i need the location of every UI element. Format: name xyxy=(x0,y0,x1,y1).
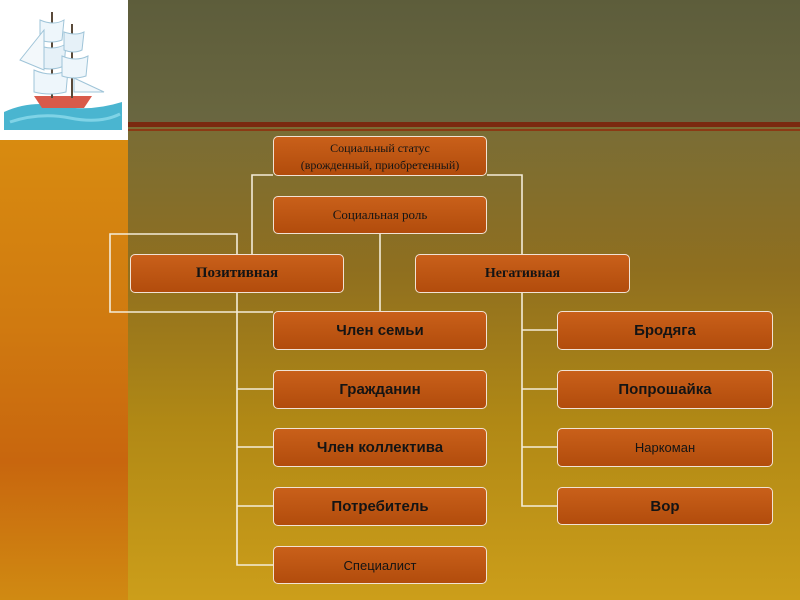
header-divider xyxy=(128,122,800,127)
node-negative: Негативная xyxy=(415,254,630,293)
node-negative-item: Попрошайка xyxy=(557,370,773,409)
connector-root-left xyxy=(251,174,273,254)
header-band xyxy=(128,0,800,125)
node-positive-item: Член коллектива xyxy=(273,428,487,467)
node-social-status: Социальный статус (врожденный, приобрете… xyxy=(273,136,487,176)
node-positive-item: Гражданин xyxy=(273,370,487,409)
connector-negative-trunk xyxy=(521,292,558,507)
connector-positive-trunk xyxy=(236,292,273,566)
node-positive-item: Потребитель xyxy=(273,487,487,526)
node-negative-item: Вор xyxy=(557,487,773,525)
connector-positive-loop xyxy=(109,233,273,313)
node-social-status-line2: (врожденный, приобретенный) xyxy=(300,158,460,172)
connector-root-right xyxy=(487,174,523,254)
sailing-ship-icon xyxy=(4,12,122,130)
node-negative-item: Бродяга xyxy=(557,311,773,350)
node-positive: Позитивная xyxy=(130,254,344,293)
node-positive-item: Специалист xyxy=(273,546,487,584)
node-positive-item: Член семьи xyxy=(273,311,487,350)
node-negative-item: Наркоман xyxy=(557,428,773,467)
node-social-role: Социальная роль xyxy=(273,196,487,234)
node-social-status-line1: Социальный статус xyxy=(330,141,430,155)
header-divider-thin xyxy=(128,129,800,131)
left-accent-strip xyxy=(0,140,128,600)
